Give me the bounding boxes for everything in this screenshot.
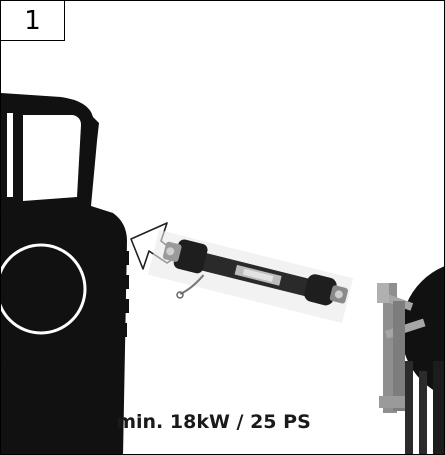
tractor-silhouette-icon — [1, 93, 129, 454]
power-requirement-caption: min. 18kW / 25 PS — [1, 411, 444, 433]
step-number: 1 — [1, 1, 65, 41]
power-requirement-text: min. 18kW / 25 PS — [116, 411, 311, 433]
drum-machine-icon — [377, 266, 444, 454]
pto-shaft-icon — [147, 229, 354, 324]
